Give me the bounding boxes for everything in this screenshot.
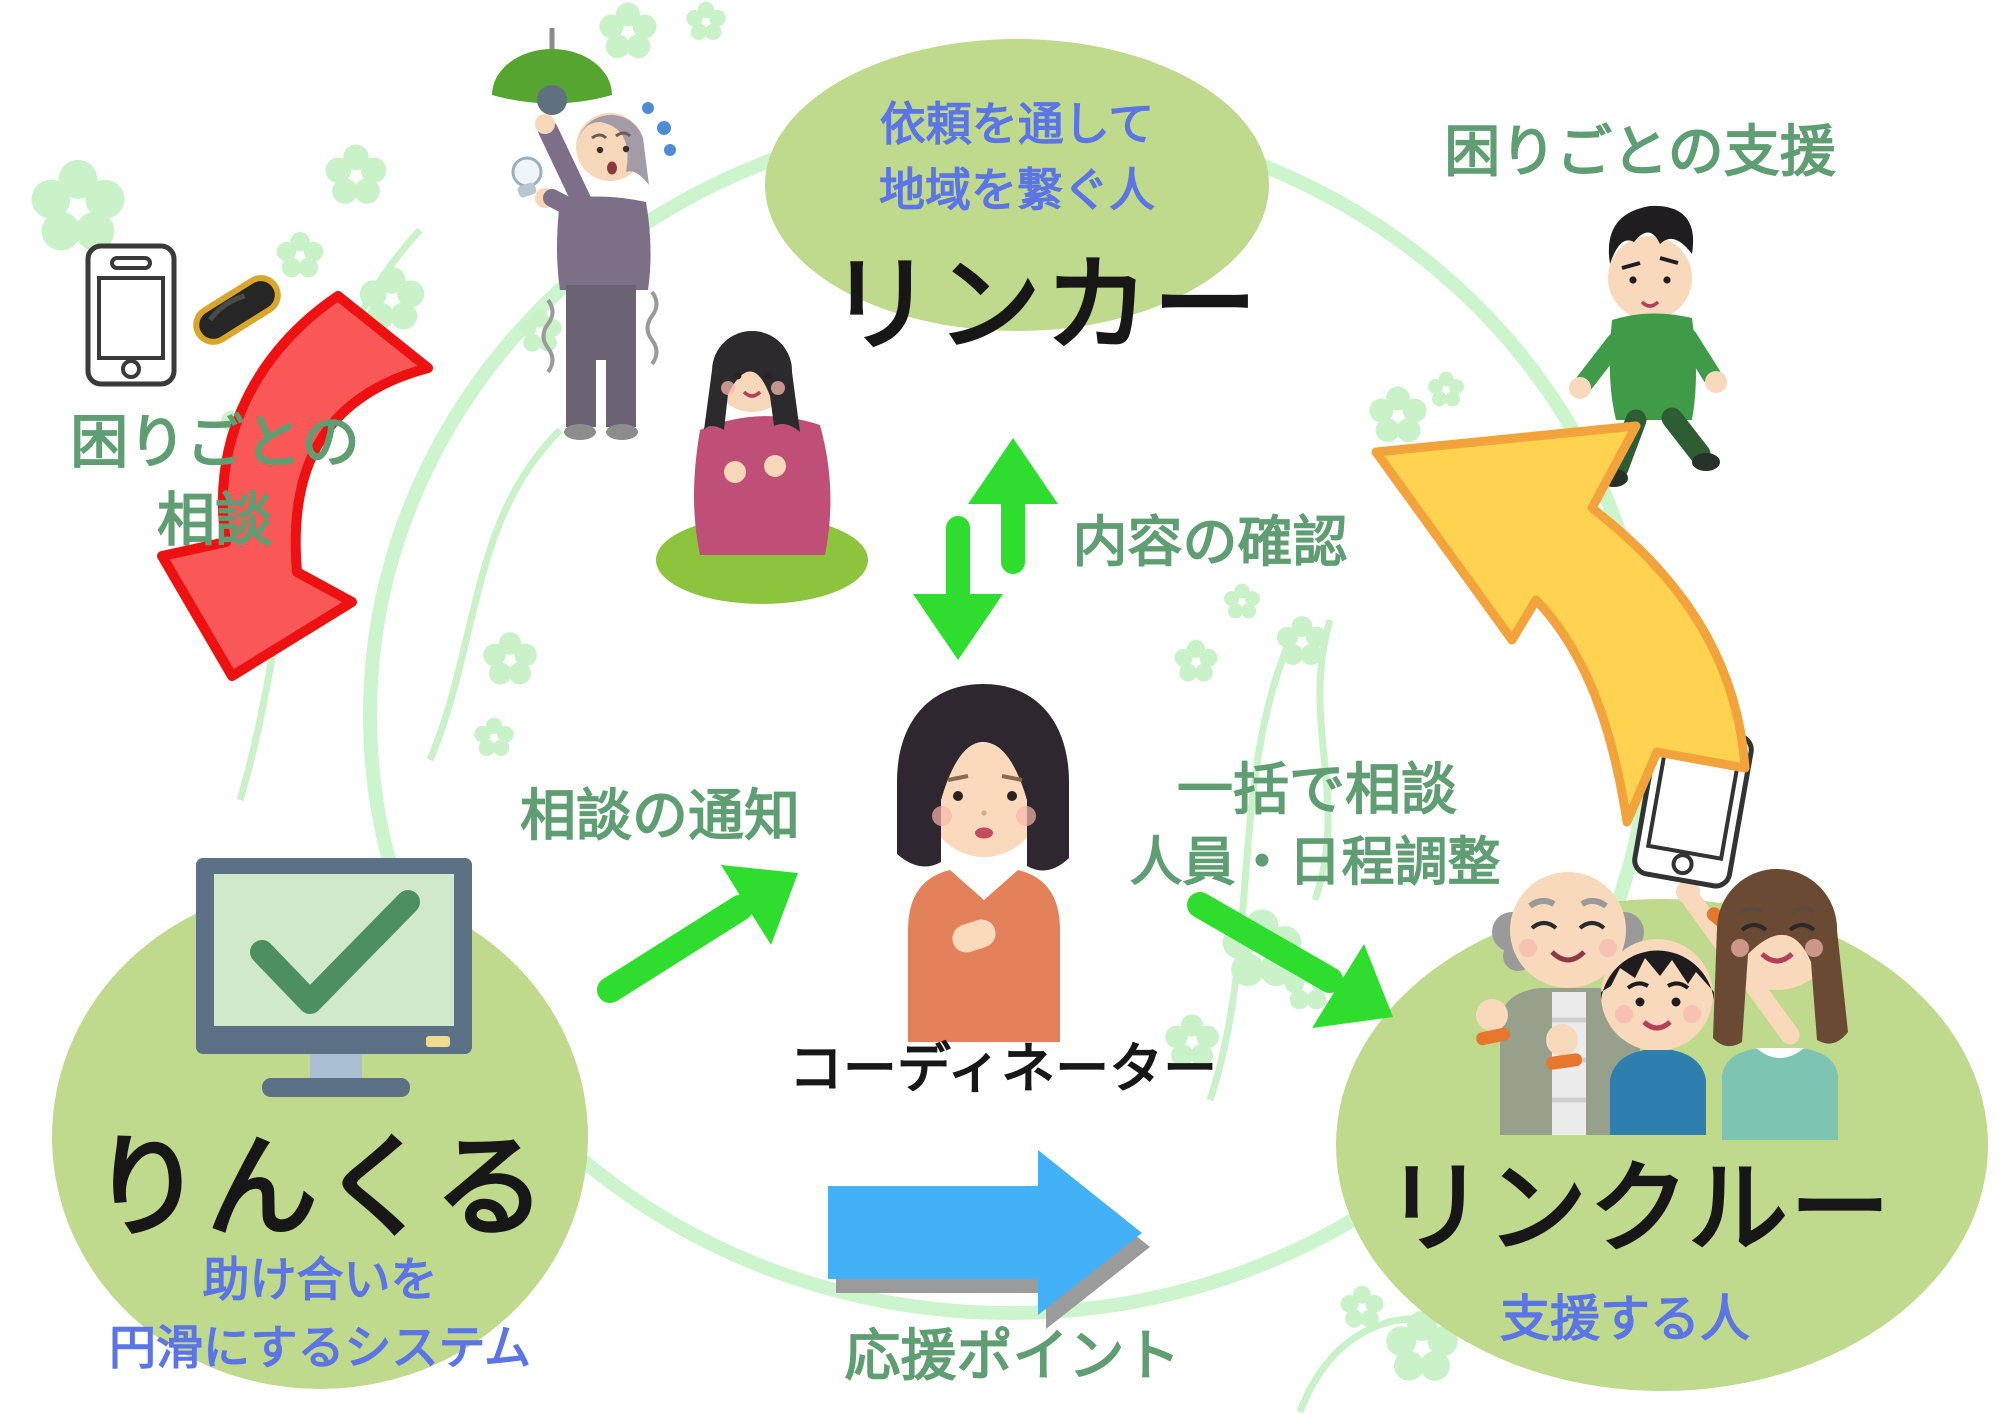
linker-ellipse bbox=[765, 39, 1269, 331]
lamp-icon bbox=[492, 28, 612, 115]
label-consult-line1: 困りごとの bbox=[70, 408, 360, 476]
rinkuru-subtitle-line2: 円滑にするシステム bbox=[108, 1321, 532, 1376]
label-confirm: 内容の確認 bbox=[1072, 510, 1348, 574]
linker-subtitle-line1: 依頼を通して bbox=[879, 97, 1155, 151]
beacon-icon bbox=[193, 275, 281, 345]
label-notify: 相談の通知 bbox=[520, 784, 800, 849]
coordinator-illustration bbox=[897, 684, 1069, 1042]
label-batch-line1: 一括で相談 bbox=[1177, 758, 1457, 823]
arrow-support-yellow bbox=[1371, 421, 1750, 827]
smartphone-icon bbox=[85, 243, 177, 387]
arrow-confirm-up-green bbox=[968, 438, 1058, 574]
arrow-points-blue bbox=[828, 1150, 1142, 1315]
label-batch-line2: 人員・日程調整 bbox=[1129, 832, 1501, 893]
arrow-notify-green bbox=[597, 865, 798, 1003]
arrow-adjust-green bbox=[1187, 892, 1393, 1028]
linkuru-subtitle: 支援する人 bbox=[1500, 1290, 1750, 1348]
label-consult-line2: 相談 bbox=[156, 486, 273, 554]
linkuru-title: リンクルー bbox=[1385, 1150, 1892, 1267]
linker-title: リンカー bbox=[828, 244, 1261, 366]
elderly-woman-illustration bbox=[511, 102, 676, 440]
linker-subtitle-line2: 地域を繋ぐ人 bbox=[879, 163, 1155, 217]
rinkuru-title: りんくる bbox=[91, 1123, 549, 1253]
coordinator-label: コーディネーター bbox=[788, 1037, 1218, 1100]
rinkuru-subtitle-line1: 助け合いを bbox=[202, 1253, 438, 1308]
arrow-confirm-down-green bbox=[913, 516, 1003, 660]
arrow-consult-red bbox=[157, 291, 433, 681]
label-points: 応援ポイント bbox=[844, 1324, 1181, 1389]
family-illustration bbox=[1476, 721, 1848, 1140]
label-support: 困りごとの支援 bbox=[1444, 120, 1836, 185]
monitor-check-icon bbox=[196, 858, 472, 1097]
pregnant-woman-illustration bbox=[656, 330, 868, 604]
